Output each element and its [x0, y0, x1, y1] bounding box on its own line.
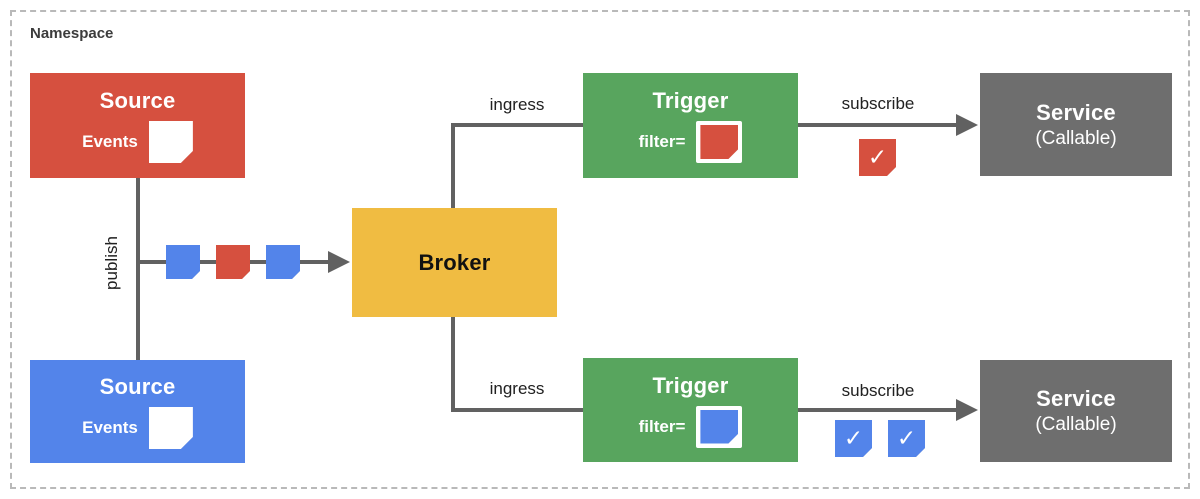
- check-icon: ✓: [896, 425, 917, 451]
- checked-event-square: ✓: [859, 139, 896, 176]
- ingress-top-label: ingress: [489, 95, 545, 114]
- subscribe-top-line: [798, 123, 958, 127]
- subscribe-top-label: subscribe: [841, 94, 915, 113]
- ingress-bottom-label: ingress: [489, 379, 545, 398]
- source-bottom-events-label: Events: [82, 418, 138, 437]
- broker-title: Broker: [418, 249, 491, 275]
- ingress-top-line-vertical: [451, 125, 455, 208]
- service-bottom-subtitle: (Callable): [1035, 414, 1117, 435]
- subscribe-bottom-label: subscribe: [841, 381, 915, 400]
- service-bottom-title: Service: [1036, 386, 1116, 411]
- broker-node: Broker: [352, 208, 557, 317]
- source-top-title: Source: [99, 88, 176, 113]
- ingress-bottom-line-horizontal: [451, 408, 583, 412]
- trigger-top-node: Trigger filter=: [583, 73, 798, 178]
- event-note-icon: [149, 121, 193, 163]
- event-note-icon: [149, 407, 193, 449]
- checked-event-square: ✓: [888, 420, 925, 457]
- service-top-subtitle: (Callable): [1035, 127, 1117, 149]
- subscribe-bottom-arrowhead: [956, 399, 978, 421]
- event-square: [266, 245, 300, 279]
- filter-note-icon: [696, 405, 743, 448]
- source-top-node: Source Events: [30, 73, 245, 178]
- source-bottom-node: Source Events: [30, 360, 245, 463]
- source-top-events-label: Events: [82, 132, 138, 151]
- ingress-bottom-line-vertical: [451, 317, 455, 410]
- namespace-boundary: [10, 10, 1190, 489]
- service-top-title: Service: [1036, 99, 1116, 125]
- publish-line-vertical: [136, 178, 140, 360]
- check-icon: ✓: [867, 144, 888, 170]
- event-square: [216, 245, 250, 279]
- namespace-label: Namespace: [30, 25, 114, 42]
- ingress-top-line-horizontal: [451, 123, 583, 127]
- subscribe-bottom-line: [798, 408, 958, 412]
- trigger-top-title: Trigger: [652, 88, 729, 113]
- checked-event-square: ✓: [835, 420, 872, 457]
- service-bottom-node: Service (Callable): [980, 360, 1172, 462]
- trigger-bottom-title: Trigger: [652, 372, 729, 398]
- trigger-bottom-node: Trigger filter=: [583, 358, 798, 462]
- check-icon: ✓: [843, 425, 864, 451]
- event-square: [166, 245, 200, 279]
- trigger-bottom-filter-label: filter=: [638, 416, 686, 436]
- publish-arrowhead: [328, 251, 350, 273]
- filter-note-icon: [696, 121, 743, 163]
- publish-label: publish: [102, 236, 121, 290]
- subscribe-top-arrowhead: [956, 114, 978, 136]
- source-bottom-title: Source: [99, 374, 176, 399]
- service-top-node: Service (Callable): [980, 73, 1172, 176]
- trigger-top-filter-label: filter=: [638, 132, 686, 151]
